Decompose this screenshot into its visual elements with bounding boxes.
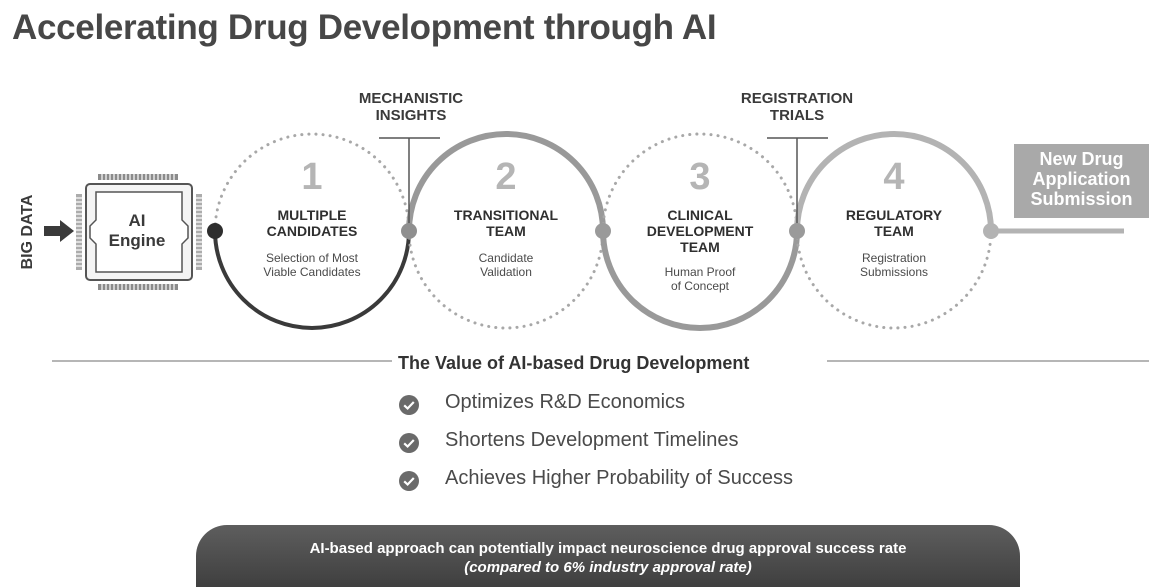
check-circle-icon — [399, 471, 419, 491]
stage-2-dotted-arc — [407, 229, 605, 330]
stage-4-dotted-arc — [795, 229, 993, 330]
ai-engine-label: AI Engine — [108, 211, 166, 250]
stage-3-number: 3 — [689, 156, 711, 198]
node-1-2 — [401, 223, 417, 239]
stage-4-number: 4 — [883, 156, 905, 198]
page-title: Accelerating Drug Development through AI — [12, 8, 717, 47]
ai-engine-chip-icon — [76, 174, 202, 290]
check-circle-icon — [399, 433, 419, 453]
impact-banner: AI-based approach can potentially impact… — [196, 525, 1020, 587]
stage-1-solid-arc — [213, 230, 411, 330]
node-2-3 — [595, 223, 611, 239]
node-3-4 — [789, 223, 805, 239]
check-circle-icon — [399, 395, 419, 415]
callout-registration-trials: REGISTRATION TRIALS — [740, 90, 854, 124]
node-end — [983, 223, 999, 239]
stage-1-number: 1 — [301, 156, 323, 198]
callout-mechanistic-insights: MECHANISTIC INSIGHTS — [358, 90, 464, 124]
node-start — [207, 223, 223, 239]
stage-2-solid-arc — [406, 131, 606, 232]
stage-3-solid-arc — [600, 230, 800, 331]
value-heading: The Value of AI-based Drug Development — [394, 353, 754, 374]
stage-2-number: 2 — [495, 156, 517, 198]
stage-4-solid-arc — [794, 131, 994, 232]
input-arrow-icon — [44, 220, 74, 242]
